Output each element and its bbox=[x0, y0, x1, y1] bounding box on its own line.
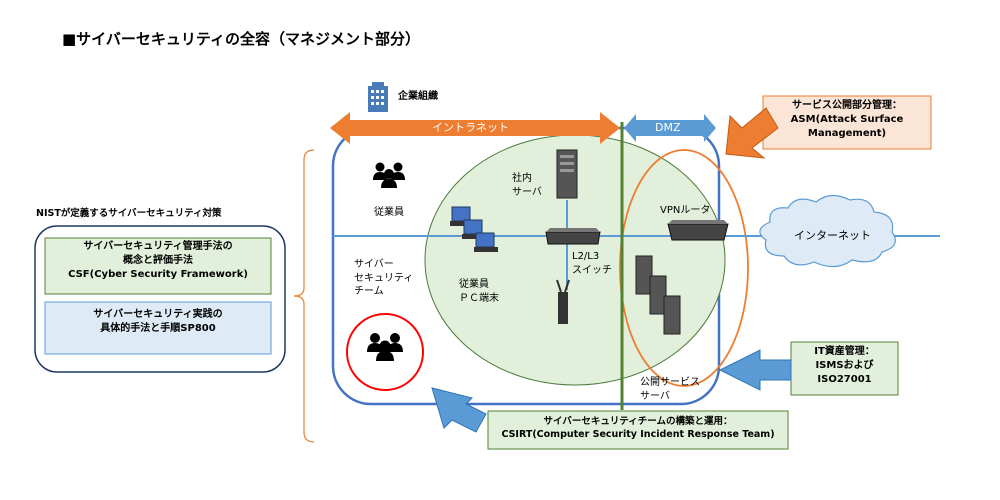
nist-bracket bbox=[293, 149, 315, 443]
public-server-label: 公開サービス サーバ bbox=[640, 377, 700, 402]
internal-server-icon bbox=[556, 149, 578, 199]
asm-callout-box bbox=[762, 95, 932, 150]
page-title: ■サイバーセキュリティの全容（マネジメント部分） bbox=[62, 30, 420, 48]
nist-box-csf bbox=[44, 237, 272, 295]
intranet-label: イントラネット bbox=[432, 121, 509, 134]
internet-label: インターネット bbox=[794, 229, 871, 242]
internet-cloud bbox=[759, 194, 896, 268]
pc-terminals-icon bbox=[450, 206, 498, 252]
vpn-router-icon bbox=[667, 220, 729, 241]
csirt-arrow bbox=[431, 387, 487, 433]
employee-pc-label: 従業員 ＰＣ端末 bbox=[459, 279, 499, 304]
internal-server-label: 社内 サーバ bbox=[512, 173, 542, 198]
nist-csf-text: サイバーセキュリティ管理手法の 概念と評価手法 CSF(Cyber Securi… bbox=[68, 241, 248, 280]
intranet-arrow bbox=[330, 112, 620, 144]
switch-label: L2/L3 スイッチ bbox=[572, 251, 612, 276]
employees-label: 従業員 bbox=[374, 207, 404, 218]
org-label: 企業組織 bbox=[398, 91, 438, 102]
nist-sp800-text: サイバーセキュリティ実践の 具体的手法と手順SP800 bbox=[93, 309, 223, 334]
access-point-icon bbox=[556, 279, 570, 324]
public-servers-icon bbox=[635, 255, 681, 335]
it-asset-callout-text: IT資産管理： ISMSおよび ISO27001 bbox=[814, 346, 875, 385]
dmz-label: DMZ bbox=[655, 121, 681, 134]
asm-callout-text: サービス公開部分管理： ASM(Attack Surface Managemen… bbox=[790, 100, 904, 139]
switch-icon bbox=[545, 228, 601, 245]
security-team-icon bbox=[367, 333, 403, 361]
employees-icon bbox=[373, 162, 405, 188]
asm-arrow bbox=[725, 107, 779, 159]
security-team-label: サイバー セキュリティ チーム bbox=[354, 259, 414, 297]
it-asset-arrow bbox=[718, 349, 792, 391]
dmz-arrow bbox=[624, 114, 716, 142]
dmz-scope-ellipse bbox=[619, 149, 749, 387]
vpn-router-label: VPNルータ bbox=[660, 205, 711, 216]
nist-box-sp800 bbox=[44, 301, 272, 355]
it-asset-callout-box bbox=[790, 341, 899, 396]
nist-heading: NISTが定義するサイバーセキュリティ対策 bbox=[36, 208, 222, 219]
csirt-callout-box bbox=[487, 410, 789, 450]
building-icon bbox=[368, 82, 388, 112]
csirt-callout-text: サイバーセキュリティチームの構築と運用： CSIRT(Computer Secu… bbox=[501, 416, 775, 441]
